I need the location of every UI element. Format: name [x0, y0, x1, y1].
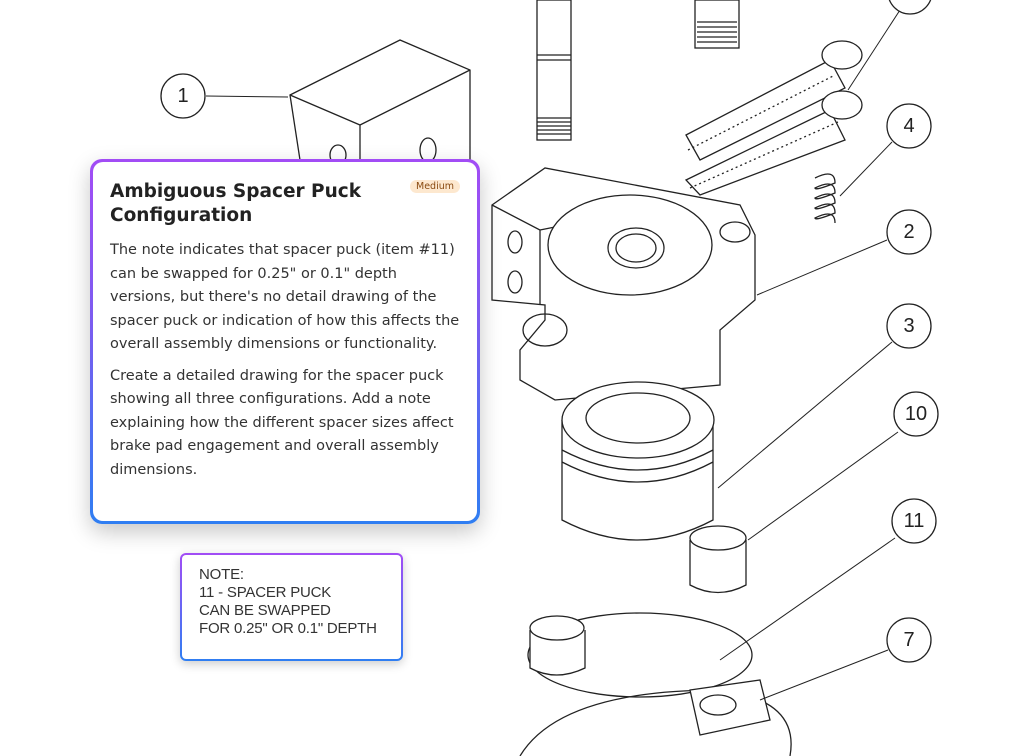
leader-lines: [205, 9, 901, 701]
part-bracket: [289, 39, 471, 166]
issue-card[interactable]: Ambiguous Spacer Puck Configuration Medi…: [90, 159, 480, 524]
part-top-shaft: [536, 0, 572, 141]
callout-2: 2: [886, 209, 932, 255]
callout-11: 11: [891, 498, 937, 544]
part-piston: [561, 381, 715, 541]
part-caliper-body: [491, 167, 756, 401]
highlighted-note[interactable]: NOTE: 11 - SPACER PUCK CAN BE SWAPPED FO…: [180, 553, 403, 661]
part-pad-plate: [519, 612, 792, 756]
issue-description: The note indicates that spacer puck (ite…: [110, 242, 460, 352]
svg-text:2: 2: [903, 221, 914, 243]
svg-text:10: 10: [905, 403, 927, 425]
note-line: CAN BE SWAPPED: [199, 602, 331, 619]
part-spring: [814, 173, 836, 224]
part-top-screw: [694, 0, 740, 49]
callout-3: 3: [886, 303, 932, 349]
issue-title: Ambiguous Spacer Puck Configuration: [110, 181, 362, 226]
issue-recommendation: Create a detailed drawing for the spacer…: [110, 367, 454, 478]
svg-text:7: 7: [903, 629, 914, 651]
svg-text:3: 3: [903, 315, 914, 337]
callout-4: 4: [886, 103, 932, 149]
callout-7: 7: [886, 617, 932, 663]
note-line: NOTE:: [199, 566, 244, 583]
part-spacer-puck: [689, 525, 747, 594]
callout-10: 10: [893, 391, 939, 437]
part-screws: [684, 40, 863, 196]
svg-text:1: 1: [177, 85, 188, 107]
note-line: FOR 0.25" OR 0.1" DEPTH: [199, 620, 377, 637]
severity-badge: Medium: [410, 180, 460, 193]
svg-text:4: 4: [903, 115, 914, 137]
svg-text:11: 11: [904, 510, 925, 532]
note-line: 11 - SPACER PUCK: [199, 584, 332, 601]
callout-partial: [888, 0, 932, 15]
callout-1: 1: [160, 73, 206, 119]
